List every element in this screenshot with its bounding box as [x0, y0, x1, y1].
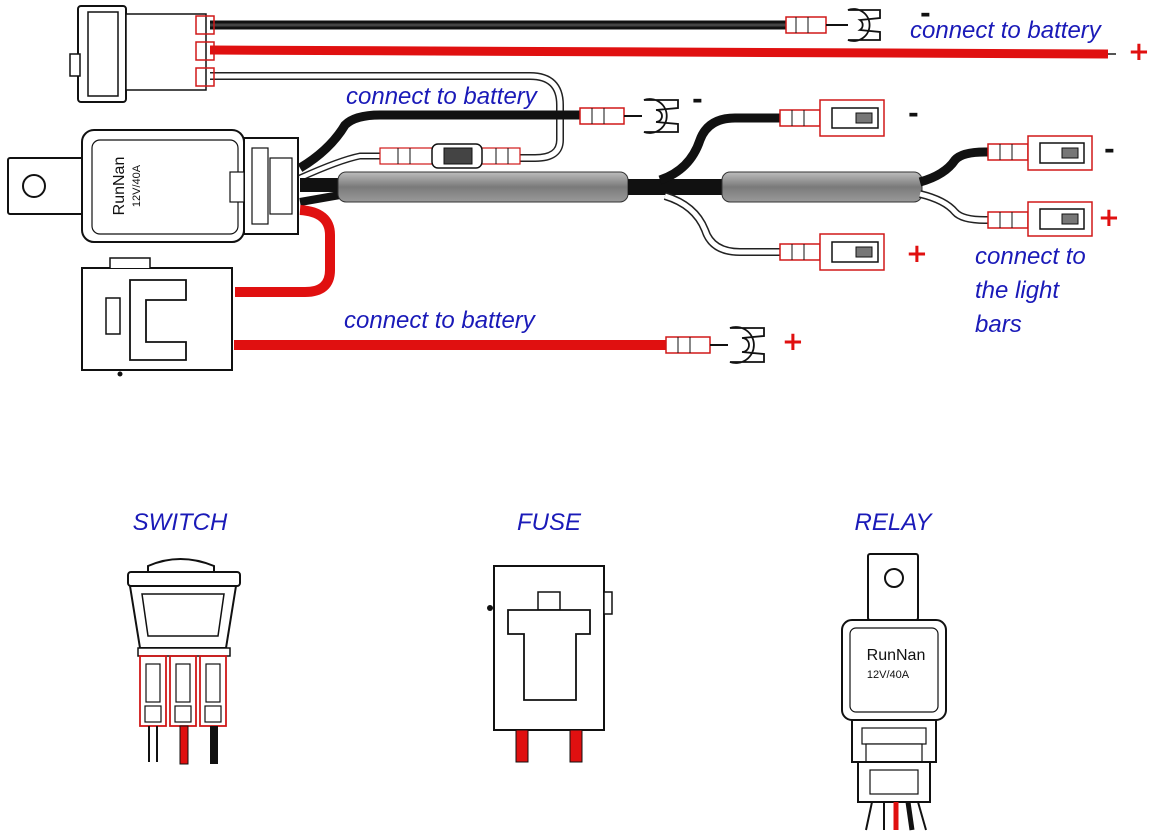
switch-wires — [209, 20, 1116, 162]
polarity-light-lower-pos: + — [906, 239, 928, 269]
label-connect-battery-top: connect to battery — [910, 17, 1103, 44]
main-harness-wires — [234, 110, 990, 350]
relay-rating-rotated: 12V/40A — [131, 164, 143, 207]
polarity-bottom-battery-pos: + — [782, 327, 804, 357]
polarity-light-top-neg: - — [908, 99, 919, 129]
ring-terminal-top-neg — [785, 8, 881, 42]
fuse-detail — [487, 565, 613, 763]
switch-detail — [127, 558, 241, 765]
caption-fuse: FUSE — [517, 509, 582, 536]
relay-top-view: RunNan 12V/40A — [7, 129, 299, 243]
label-connect-battery-bottom: connect to battery — [344, 307, 537, 334]
ring-terminal-bottom-pos — [665, 326, 765, 364]
caption-switch: SWITCH — [133, 509, 228, 536]
inline-fuse-holder — [379, 143, 521, 169]
relay-brand-rotated: RunNan — [111, 157, 128, 216]
spade-connector-light-neg — [987, 135, 1093, 171]
ring-terminal-mid-neg — [579, 98, 679, 134]
relay-detail-rating: 12V/40A — [867, 669, 910, 681]
polarity-light-upper-neg: - — [1104, 135, 1115, 165]
label-connect-lights-line2: the light — [975, 277, 1060, 304]
relay-detail: RunNan 12V/40A — [841, 553, 947, 831]
label-connect-lights-line3: bars — [975, 311, 1022, 338]
polarity-top-battery-neg: - — [920, 0, 931, 29]
polarity-top-battery-pos: + — [1128, 37, 1150, 67]
polarity-light-upper-pos: + — [1098, 203, 1120, 233]
spade-connector-upper — [779, 99, 885, 137]
label-connect-battery-middle: connect to battery — [346, 83, 539, 110]
spade-connector-lower — [779, 233, 885, 271]
fuse-box-top — [81, 257, 233, 377]
polarity-mid-battery-neg: - — [692, 85, 703, 115]
switch-side-view — [69, 5, 215, 103]
relay-detail-brand: RunNan — [867, 647, 926, 664]
caption-relay: RELAY — [855, 509, 934, 536]
spade-connector-light-pos — [987, 201, 1093, 237]
label-connect-lights-line1: connect to — [975, 243, 1086, 270]
